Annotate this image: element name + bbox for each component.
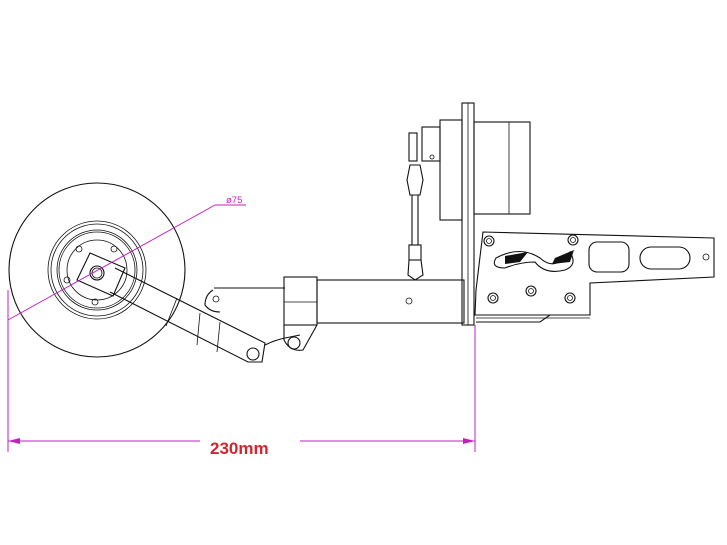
wheel [8, 182, 186, 358]
wheel-diameter-label: ø75 [226, 195, 242, 206]
servo [421, 119, 531, 221]
overall-length-dimension: 230mm [7, 290, 476, 458]
trailing-arm [109, 267, 301, 363]
strut [283, 276, 465, 351]
pushrod [406, 132, 424, 281]
retract-bracket [474, 231, 715, 323]
overall-length-label: 230mm [210, 439, 269, 458]
diameter-dimension: ø75 [7, 195, 246, 321]
